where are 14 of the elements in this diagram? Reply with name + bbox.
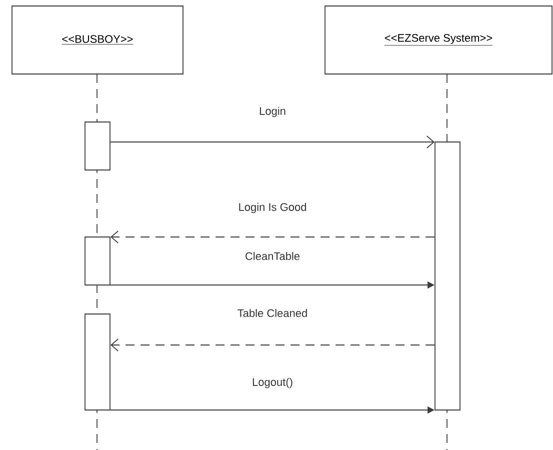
activation-bar xyxy=(434,142,460,410)
edge-label: Login Is Good xyxy=(239,202,306,214)
edge-label: Login xyxy=(260,106,286,118)
activation-bar xyxy=(84,122,110,170)
activation-bar xyxy=(84,314,110,410)
lifeline-header-box: <<EZServe System>> xyxy=(324,6,552,74)
activation-bar xyxy=(84,236,110,286)
message-arrow xyxy=(110,230,435,244)
message-arrow xyxy=(110,338,435,352)
edge-label: Table Cleaned xyxy=(238,308,307,318)
edge-label: CleanTable xyxy=(246,252,300,260)
lifeline-header-box: <<BUSBOY>> xyxy=(12,6,184,74)
edge-label: Logout() xyxy=(252,378,292,388)
message-arrow xyxy=(110,136,435,148)
